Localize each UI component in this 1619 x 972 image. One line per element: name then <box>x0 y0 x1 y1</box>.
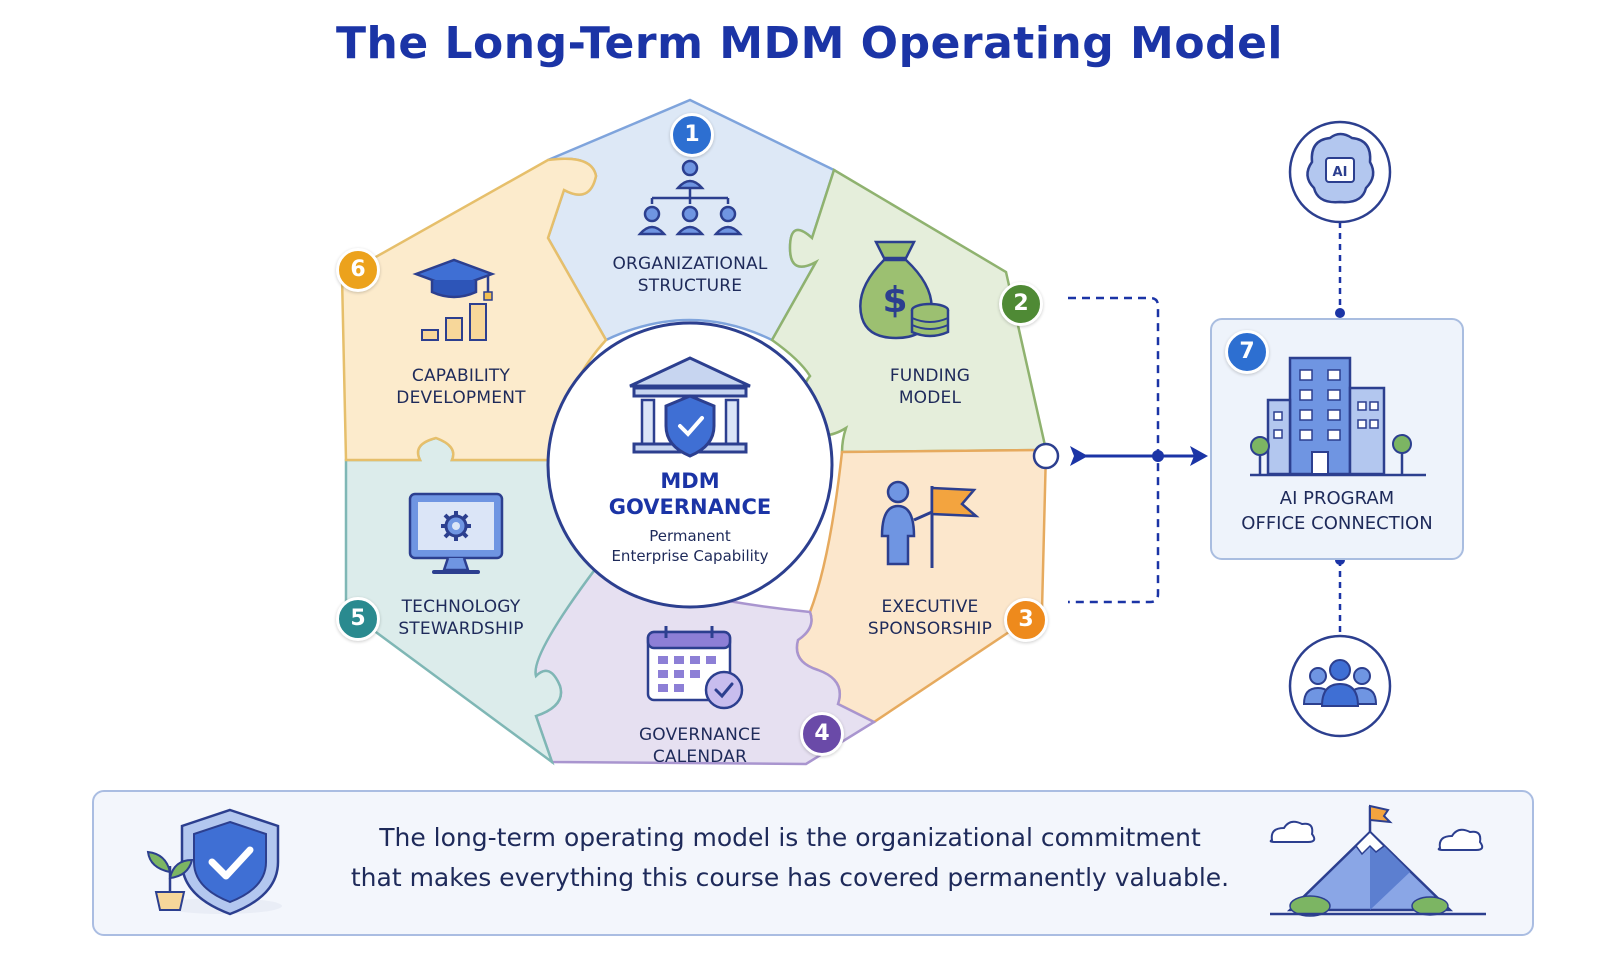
cloud-icon <box>1269 820 1316 843</box>
ai-connector <box>1032 296 1208 604</box>
badge-5: 5 <box>336 597 380 641</box>
badge-7: 7 <box>1225 330 1269 374</box>
cloud-icon <box>1437 828 1484 851</box>
money-bag-icon: $ <box>859 240 950 340</box>
bank-shield-icon <box>629 356 751 458</box>
graduation-chart-icon <box>412 258 496 341</box>
page-title: The Long-Term MDM Operating Model <box>336 18 1283 69</box>
badge-6: 6 <box>336 248 380 292</box>
person-flag-icon <box>880 480 980 568</box>
svg-text:$: $ <box>882 280 907 321</box>
connector-dot <box>1335 308 1345 318</box>
badge-3: 3 <box>1004 598 1048 642</box>
people-group-icon <box>1288 634 1392 738</box>
mountain-flag-icon <box>1269 804 1486 917</box>
office-building-icon <box>1250 356 1426 477</box>
badge-2: 2 <box>999 282 1043 326</box>
footer-message: The long-term operating model is the org… <box>350 823 1230 892</box>
monitor-gear-icon <box>408 492 504 574</box>
badge-4: 4 <box>800 712 844 756</box>
ai-brain-icon: AI <box>1288 120 1392 224</box>
calendar-check-icon <box>646 626 744 710</box>
org-chart-icon <box>637 159 743 236</box>
plant-icon <box>146 850 194 911</box>
ai-chip-label: AI <box>1333 165 1348 180</box>
center-circle <box>546 321 834 609</box>
badge-1: 1 <box>670 113 714 157</box>
